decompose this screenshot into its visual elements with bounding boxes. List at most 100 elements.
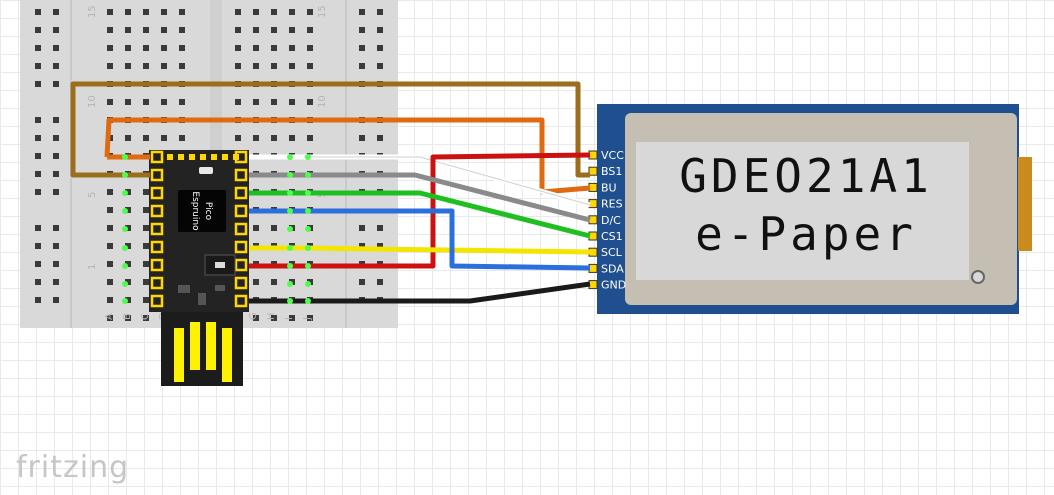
breadboard-hole <box>35 45 41 51</box>
breadboard-hole <box>235 63 241 69</box>
wire-end-dot <box>305 298 311 304</box>
epaper-pin-label: GND <box>601 279 626 292</box>
breadboard-hole <box>271 27 277 33</box>
column-letter: J <box>302 317 313 321</box>
breadboard-hole <box>107 279 113 285</box>
row-number: 10 <box>87 95 98 108</box>
breadboard-hole <box>143 315 149 321</box>
epaper-pin-label: SDA <box>601 262 624 275</box>
breadboard-hole <box>125 189 131 195</box>
pico-top-pad <box>211 154 217 160</box>
breadboard-hole <box>253 225 259 231</box>
breadboard-hole <box>35 117 41 123</box>
wire-end-dot <box>305 154 311 160</box>
wire-endpoints <box>122 154 311 304</box>
pico-pin-pad <box>150 168 164 182</box>
breadboard-hole <box>107 189 113 195</box>
breadboard-hole <box>377 9 383 15</box>
epaper-pin <box>588 182 598 192</box>
pico-top-pad <box>167 154 173 160</box>
breadboard-hole <box>53 81 59 87</box>
pico-label-line1: Espruino <box>190 191 200 231</box>
wire-end-dot <box>305 208 311 214</box>
breadboard-hole <box>35 135 41 141</box>
wire-end-dot <box>122 226 128 232</box>
breadboard-hole <box>271 279 277 285</box>
wire-end-dot <box>305 281 311 287</box>
breadboard-hole <box>359 135 365 141</box>
pico-component <box>215 285 225 291</box>
breadboard-hole <box>271 9 277 15</box>
usb-contact <box>174 328 184 382</box>
breadboard-hole <box>35 9 41 15</box>
breadboard-hole <box>289 315 295 321</box>
wire-end-dot <box>287 208 293 214</box>
wire-end-dot <box>287 154 293 160</box>
breadboard-hole <box>377 243 383 249</box>
epaper-pin-label: CS1 <box>601 230 623 243</box>
wire-end-dot <box>287 298 293 304</box>
epaper-pin <box>588 231 598 241</box>
wire-end-dot <box>305 226 311 232</box>
breadboard-hole <box>107 225 113 231</box>
breadboard-hole <box>307 99 313 105</box>
epaper-pin-label: BS1 <box>601 165 622 178</box>
breadboard-hole <box>107 207 113 213</box>
pico-pin-pad <box>150 186 164 200</box>
breadboard-hole <box>271 315 277 321</box>
breadboard-hole <box>377 135 383 141</box>
epaper-pin <box>588 150 598 160</box>
epaper-pin <box>588 280 598 290</box>
breadboard-hole <box>377 63 383 69</box>
breadboard-hole <box>253 63 259 69</box>
breadboard-hole <box>107 45 113 51</box>
breadboard-hole <box>53 243 59 249</box>
breadboard-hole <box>271 63 277 69</box>
epaper-pin <box>588 215 598 225</box>
breadboard-hole <box>125 63 131 69</box>
column-letter: I <box>284 317 295 320</box>
breadboard-hole <box>235 45 241 51</box>
wire-end-dot <box>122 208 128 214</box>
breadboard-hole <box>179 63 185 69</box>
breadboard-hole <box>125 9 131 15</box>
breadboard-hole <box>143 9 149 15</box>
breadboard-hole <box>307 27 313 33</box>
wire-end-dot <box>287 245 293 251</box>
breadboard-hole <box>125 243 131 249</box>
epaper-title-line1: GDEO21A1 <box>679 149 933 203</box>
wire-end-dot <box>305 190 311 196</box>
breadboard-hole <box>359 27 365 33</box>
pico-pin-pad <box>234 240 248 254</box>
breadboard-hole <box>307 63 313 69</box>
breadboard-hole <box>253 45 259 51</box>
pico-pin-pad <box>150 150 164 164</box>
pico-chip <box>178 190 226 232</box>
pico-pin-pad <box>234 204 248 218</box>
breadboard-hole <box>125 45 131 51</box>
wire-green-cs1 <box>304 190 591 239</box>
breadboard-divider <box>345 0 347 328</box>
breadboard-hole <box>289 63 295 69</box>
wire-end-dot <box>122 190 128 196</box>
breadboard-hole <box>359 63 365 69</box>
pico-pads <box>150 150 248 308</box>
breadboard-hole <box>125 261 131 267</box>
breadboard-hole <box>53 297 59 303</box>
breadboard-hole <box>143 279 149 285</box>
breadboard-hole <box>161 63 167 69</box>
wire-end-dot <box>122 298 128 304</box>
breadboard-hole <box>271 99 277 105</box>
fritzing-watermark: fritzing <box>16 450 130 485</box>
epaper-pin <box>588 166 598 176</box>
breadboard-hole <box>359 225 365 231</box>
wire-end-dot <box>287 226 293 232</box>
breadboard-hole <box>161 45 167 51</box>
breadboard-hole <box>143 243 149 249</box>
row-number: 5 <box>87 192 98 198</box>
breadboard-hole <box>179 27 185 33</box>
usb-contact <box>190 322 200 370</box>
pico-pin-pad <box>234 186 248 200</box>
